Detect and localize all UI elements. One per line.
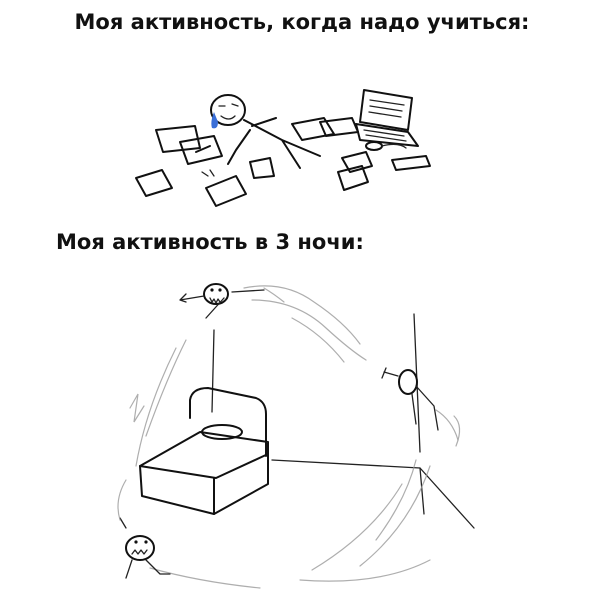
- lying-stick-figure: [210, 94, 321, 169]
- mouse-icon: [365, 141, 383, 151]
- drawing-lying-stick-figure: [135, 89, 431, 207]
- caption-study-activity: Моя активность, когда надо учиться:: [74, 10, 530, 34]
- bed-icon: [139, 387, 269, 515]
- laptop-icon: [355, 89, 419, 147]
- scattered-papers: [135, 117, 431, 207]
- creature-floor: [117, 479, 171, 579]
- caption-night-activity: Моя активность в 3 ночи:: [56, 230, 364, 254]
- drawing-room-at-night: [117, 283, 475, 589]
- creature-wall: [381, 367, 459, 441]
- tear-icon: [211, 112, 218, 129]
- creature-ceiling: [179, 283, 285, 319]
- room-walls: [211, 313, 475, 529]
- motion-blur-streaks: [129, 285, 461, 589]
